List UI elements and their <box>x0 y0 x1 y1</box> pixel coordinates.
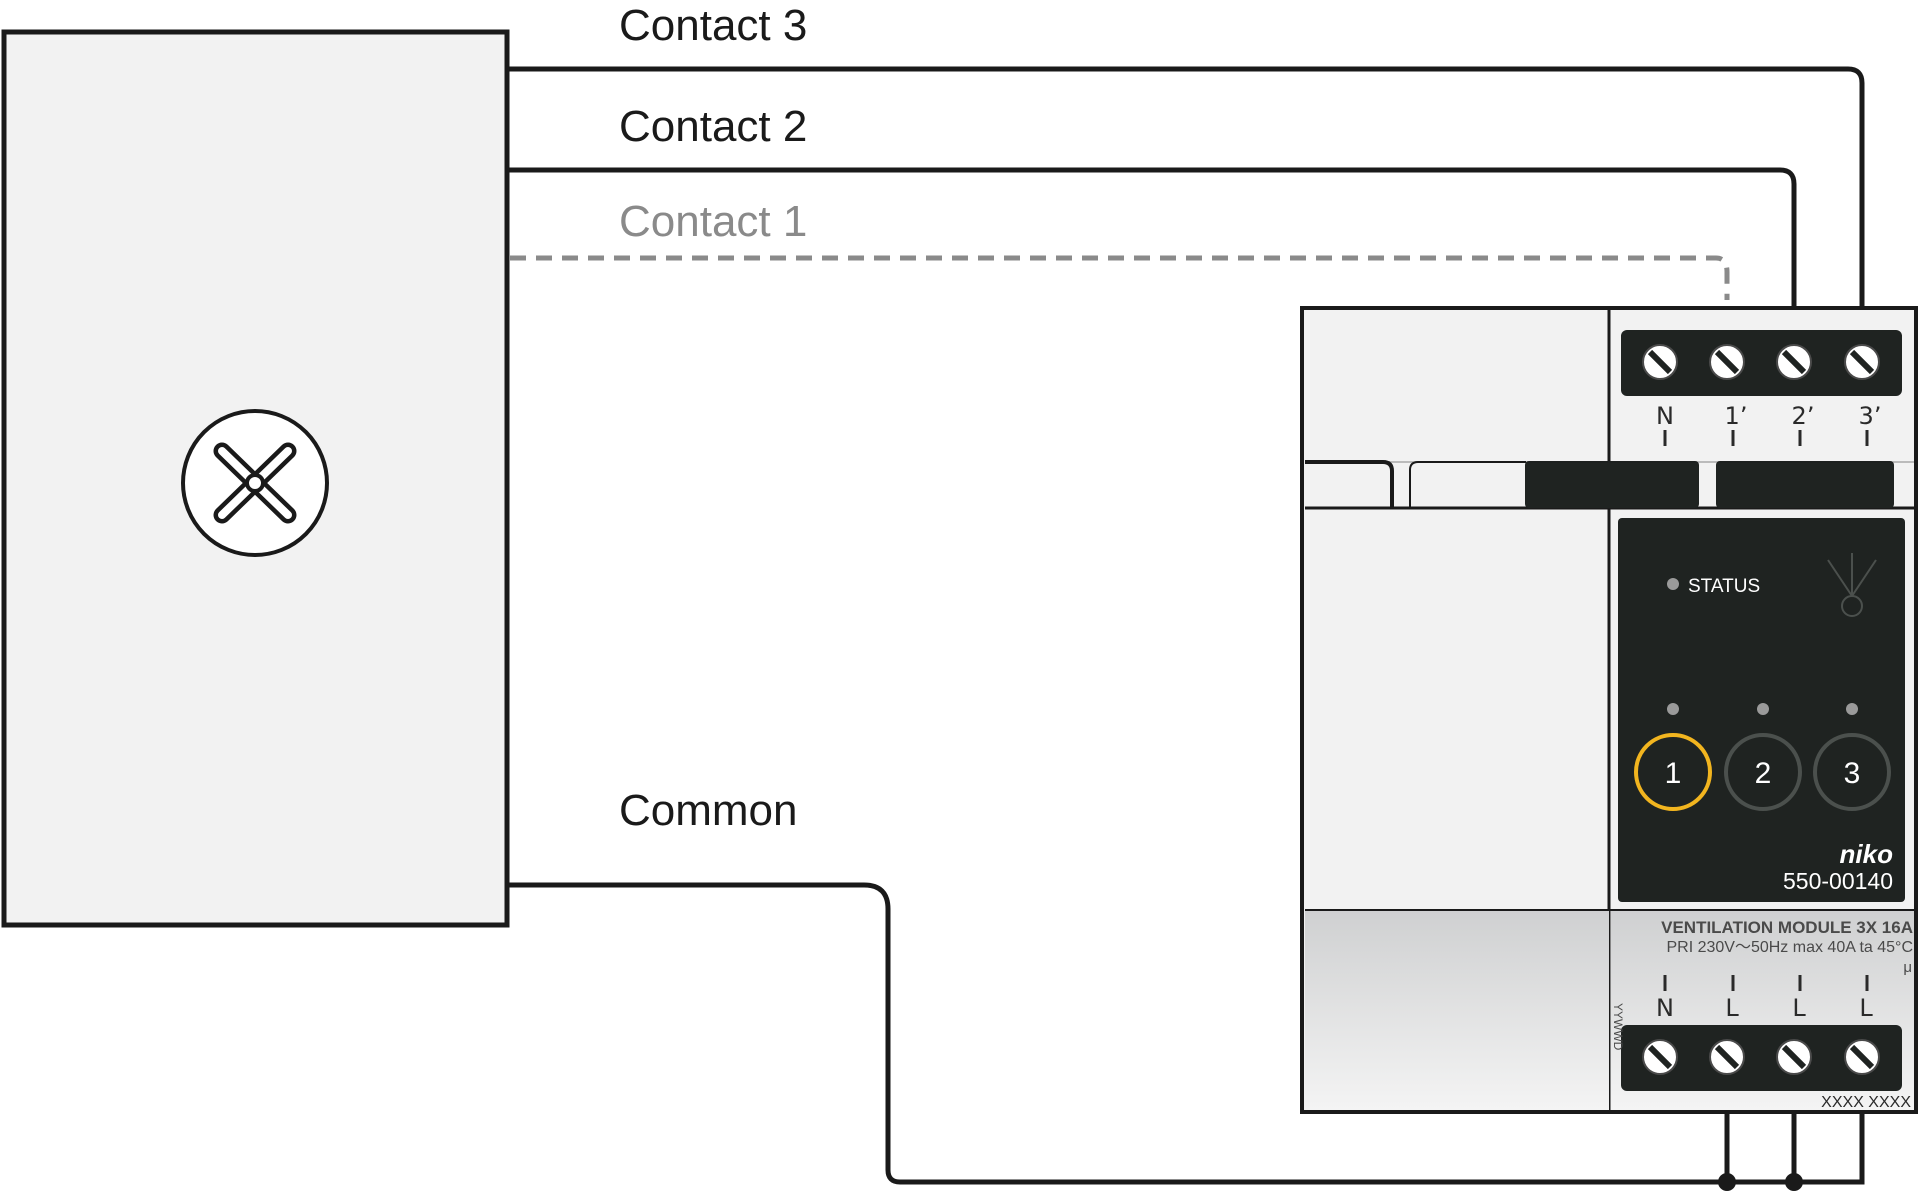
label-common: Common <box>619 786 798 835</box>
terminal-screw <box>1642 344 1678 380</box>
bottom-terminal-label: L <box>1725 994 1739 1022</box>
module-title: VENTILATION MODULE 3X 16A <box>1661 918 1913 937</box>
terminal-screw <box>1844 344 1880 380</box>
top-terminal-label: 3’ <box>1859 402 1882 430</box>
svg-text:2: 2 <box>1755 757 1772 790</box>
fan-speed-icon <box>1827 553 1877 617</box>
serial-side: YYWWD <box>1611 1003 1625 1051</box>
status-label: STATUS <box>1688 576 1760 597</box>
channel-button-1[interactable]: 1 <box>1634 733 1712 811</box>
bottom-terminal-label: N <box>1656 994 1674 1022</box>
wire-contact-3 <box>507 66 1865 310</box>
terminal-screw <box>1642 1039 1678 1075</box>
junction-dot <box>1718 1173 1736 1191</box>
terminal-screw <box>1844 1039 1880 1075</box>
terminal-screw <box>1709 1039 1745 1075</box>
label-contact-3: Contact 3 <box>619 1 807 50</box>
bottom-terminal-label: L <box>1859 994 1873 1022</box>
status-led <box>1667 578 1679 590</box>
top-terminal-label: 2’ <box>1792 402 1815 430</box>
channel-button-2[interactable]: 2 <box>1724 733 1802 811</box>
svg-text:3: 3 <box>1844 757 1861 790</box>
junction-dot <box>1785 1173 1803 1191</box>
channel-led <box>1846 703 1858 715</box>
micro-symbol: μ <box>1903 959 1912 976</box>
brand-logo: niko <box>1840 839 1894 869</box>
top-terminal-label: N <box>1656 402 1674 430</box>
model-number: 550-00140 <box>1783 868 1893 894</box>
top-terminal-label: 1’ <box>1725 402 1748 430</box>
svg-text:1: 1 <box>1665 757 1682 790</box>
terminal-screw <box>1776 344 1812 380</box>
fan-icon <box>181 409 329 557</box>
module-specs: PRI 230V〜50Hz max 40A ta 45°C <box>1666 939 1913 956</box>
channel-button-3[interactable]: 3 <box>1813 733 1891 811</box>
wire-contact-1 <box>510 255 1730 300</box>
terminal-screw <box>1776 1039 1812 1075</box>
serial-bottom: XXXX XXXX <box>1821 1094 1911 1111</box>
label-contact-1: Contact 1 <box>619 197 807 246</box>
wire-common <box>507 882 1865 1185</box>
wire-contact-2 <box>507 167 1797 310</box>
label-contact-2: Contact 2 <box>619 102 807 151</box>
ventilation-module: N 1’ 2’ 3’ STATUS 1 2 <box>1300 306 1918 1114</box>
bottom-terminal-label: L <box>1792 994 1806 1022</box>
channel-led <box>1757 703 1769 715</box>
top-terminal-block <box>1621 330 1902 396</box>
channel-led <box>1667 703 1679 715</box>
bottom-terminal-block <box>1621 1025 1902 1091</box>
terminal-screw <box>1709 344 1745 380</box>
